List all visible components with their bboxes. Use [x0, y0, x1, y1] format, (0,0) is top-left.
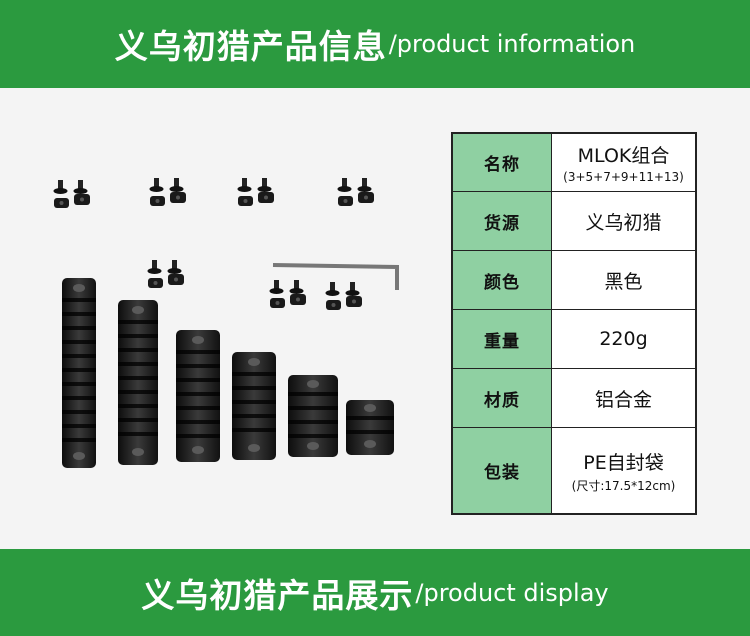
spec-row-color: 颜色 黑色 — [451, 250, 697, 311]
spec-row-material: 材质 铝合金 — [451, 368, 697, 429]
spec-row-name: 名称 MLOK组合 (3+5+7+9+11+13) — [451, 132, 697, 193]
spec-value-material: 铝合金 — [551, 368, 697, 429]
rail-7 — [232, 352, 276, 460]
spec-label-material: 材质 — [451, 368, 552, 429]
spec-value-package-main: PE自封袋 — [583, 451, 664, 474]
spec-table: 名称 MLOK组合 (3+5+7+9+11+13) 货源 义乌初猎 颜色 黑色 … — [451, 132, 697, 515]
spec-value-name: MLOK组合 (3+5+7+9+11+13) — [551, 132, 697, 193]
spec-row-source: 货源 义乌初猎 — [451, 191, 697, 252]
rail-11 — [118, 300, 158, 465]
spec-value-color: 黑色 — [551, 250, 697, 311]
spec-row-weight: 重量 220g — [451, 309, 697, 370]
spec-value-weight: 220g — [551, 309, 697, 370]
spec-label-color: 颜色 — [451, 250, 552, 311]
mlok-rails-illustration — [53, 178, 399, 468]
header-title-en: /product information — [388, 30, 636, 58]
spec-label-weight: 重量 — [451, 309, 552, 370]
spec-label-package: 包装 — [451, 427, 552, 515]
product-image — [40, 170, 425, 470]
spec-value-package-sub: (尺寸:17.5*12cm) — [571, 478, 676, 493]
spec-label-source: 货源 — [451, 191, 552, 252]
spec-value-name-sub: (3+5+7+9+11+13) — [563, 170, 684, 185]
rail-13 — [62, 278, 96, 468]
spec-label-name: 名称 — [451, 132, 552, 193]
spec-value-name-main: MLOK组合 — [577, 145, 670, 168]
spec-value-package: PE自封袋 (尺寸:17.5*12cm) — [551, 427, 697, 515]
product-info-panel: 名称 MLOK组合 (3+5+7+9+11+13) 货源 义乌初猎 颜色 黑色 … — [0, 88, 750, 549]
footer-title-en: /product display — [415, 578, 609, 607]
footer-title-cn: 义乌初猎产品展示 — [141, 575, 414, 615]
spec-row-package: 包装 PE自封袋 (尺寸:17.5*12cm) — [451, 427, 697, 515]
header-banner: 义乌初猎产品信息 /product information — [0, 0, 750, 88]
rail-3 — [346, 400, 394, 455]
footer-banner: 义乌初猎产品展示 /product display — [0, 549, 750, 636]
header-title-cn: 义乌初猎产品信息 — [114, 27, 387, 66]
spec-value-source: 义乌初猎 — [551, 191, 697, 252]
